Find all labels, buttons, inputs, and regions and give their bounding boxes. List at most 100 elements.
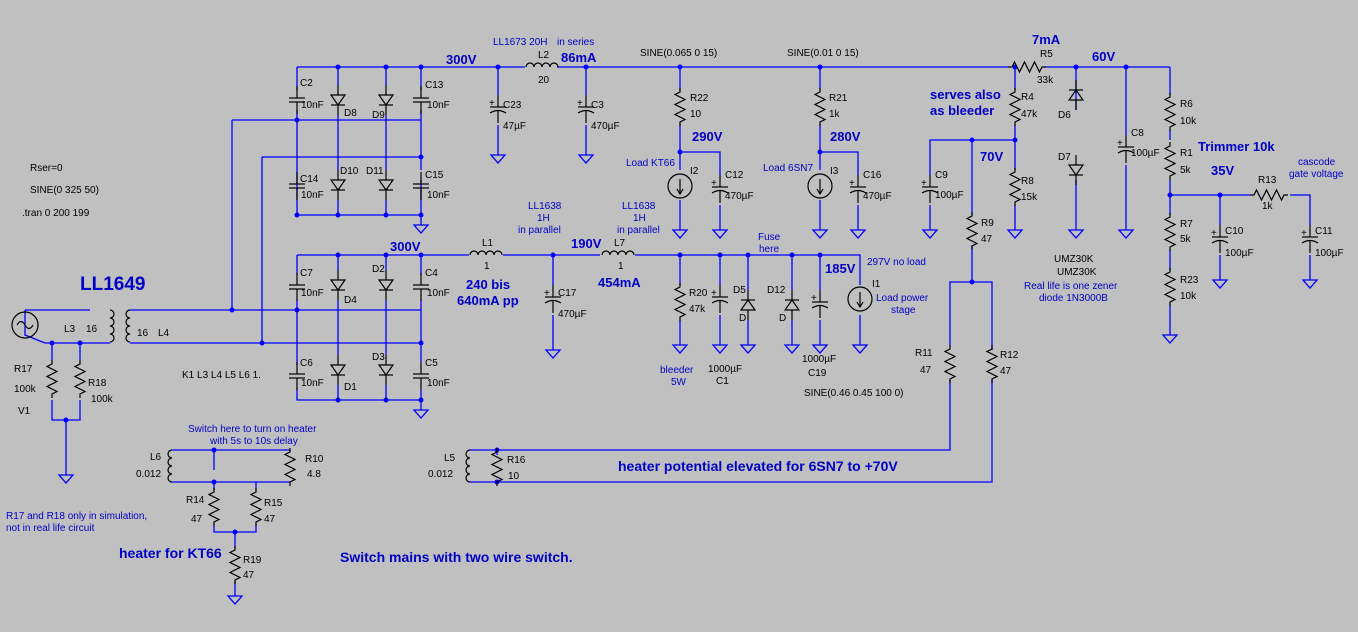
note-gate-voltage: gate voltage [1289, 169, 1344, 180]
note-zener-a: Real life is one zener [1024, 281, 1118, 292]
note-sim-only: R17 and R18 only in simulation, [6, 511, 147, 522]
svg-text:16: 16 [86, 324, 98, 335]
label-umz30k-a: UMZ30K [1054, 254, 1094, 265]
diode-d10: D10 [330, 166, 359, 201]
current-source-i3: I3 [807, 166, 839, 199]
label-load-6sn7: Load 6SN7 [763, 163, 813, 174]
svg-text:47: 47 [191, 514, 203, 525]
label-heater-6sn7: heater potential elevated for 6SN7 to +7… [618, 458, 898, 474]
svg-text:47: 47 [1000, 366, 1012, 377]
note-no-load: 297V no load [867, 257, 926, 268]
svg-text:C9: C9 [935, 170, 948, 181]
net-300v-top: 300V [446, 52, 477, 67]
net-290v: 290V [692, 129, 723, 144]
svg-text:R12: R12 [1000, 350, 1019, 361]
svg-text:L3: L3 [64, 324, 76, 335]
svg-text:R13: R13 [1258, 175, 1277, 186]
svg-text:R5: R5 [1040, 49, 1053, 60]
svg-text:10k: 10k [1180, 116, 1197, 127]
note-trimmer: Trimmer 10k [1198, 139, 1275, 154]
inductor-l7: L71 [601, 238, 635, 272]
current-source-i2: I2 [667, 166, 699, 199]
svg-text:47µF: 47µF [503, 121, 526, 132]
inductor-l5: L50.012 [428, 449, 471, 483]
sine-power: SINE(0.46 0.45 100 0) [804, 388, 904, 399]
net-35v: 35V [1211, 163, 1234, 178]
current-454ma: 454mA [598, 275, 641, 290]
svg-text:L6: L6 [150, 452, 162, 463]
directive-rser: Rser=0 [30, 163, 63, 174]
note-cascode: cascode [1298, 157, 1336, 168]
net-60v: 60V [1092, 49, 1115, 64]
note-not-real: not in real life circuit [6, 523, 95, 534]
svg-text:100k: 100k [91, 394, 114, 405]
transformer-primary: L3 16 [64, 309, 115, 343]
note-1h-a: 1H [537, 213, 550, 224]
svg-text:1k: 1k [829, 109, 841, 120]
note-240-bis: 240 bis [466, 277, 510, 292]
diode-d5: D5D [733, 285, 756, 324]
svg-text:C16: C16 [863, 170, 882, 181]
net-70v: 70V [980, 149, 1003, 164]
svg-text:10nF: 10nF [301, 190, 324, 201]
svg-text:D4: D4 [344, 295, 357, 306]
svg-text:4.8: 4.8 [307, 469, 321, 480]
note-switch-delay: with 5s to 10s delay [209, 436, 298, 447]
note-switch-heater: Switch here to turn on heater [188, 424, 317, 435]
svg-text:R15: R15 [264, 498, 283, 509]
svg-text:I1: I1 [872, 279, 881, 290]
svg-text:C10: C10 [1225, 226, 1244, 237]
diode-d2: D2 [372, 264, 394, 301]
svg-text:100µF: 100µF [935, 190, 964, 201]
svg-text:L5: L5 [444, 453, 456, 464]
diode-d4: D4 [330, 269, 357, 306]
capacitor-c9: C9 100µF [920, 170, 964, 204]
svg-text:R9: R9 [981, 218, 994, 229]
diode-d3: D3 [372, 352, 394, 386]
resistor-r14: R14 47 [186, 487, 220, 527]
label-umz30k-b: UMZ30K [1057, 267, 1097, 278]
svg-text:D10: D10 [340, 166, 359, 177]
svg-text:10k: 10k [1180, 291, 1197, 302]
svg-text:10nF: 10nF [427, 100, 450, 111]
sine-kt66: SINE(0.065 0 15) [640, 48, 717, 59]
svg-text:C4: C4 [425, 268, 438, 279]
note-switch-mains: Switch mains with two wire switch. [340, 549, 573, 565]
svg-text:C15: C15 [425, 170, 444, 181]
svg-text:10: 10 [508, 471, 520, 482]
svg-text:D8: D8 [344, 108, 357, 119]
zener-d7: D7 [1058, 152, 1084, 186]
note-parallel-b: in parallel [617, 225, 660, 236]
svg-text:1k: 1k [1262, 201, 1274, 212]
label-heater-kt66: heater for KT66 [119, 545, 222, 561]
svg-text:R11: R11 [915, 348, 933, 359]
svg-text:C2: C2 [300, 78, 313, 89]
svg-text:R14: R14 [186, 495, 205, 506]
svg-text:1000µF: 1000µF [708, 364, 742, 375]
svg-text:R10: R10 [305, 454, 324, 465]
svg-text:D1: D1 [344, 382, 357, 393]
svg-text:R20: R20 [689, 288, 708, 299]
svg-text:D: D [779, 313, 786, 324]
svg-text:C14: C14 [300, 174, 319, 185]
